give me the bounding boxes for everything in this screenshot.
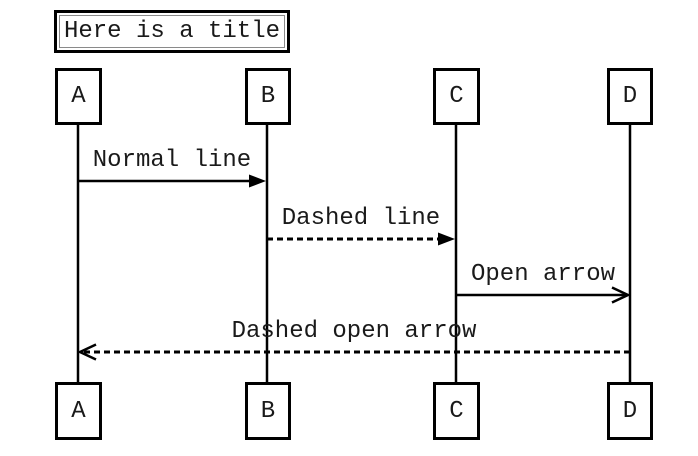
message-label-dashed-line: Dashed line [281, 205, 441, 232]
actor-box-c-top: C [433, 68, 480, 125]
diagram-title-box: Here is a title [54, 10, 290, 53]
arrowhead-open-right-d [611, 286, 631, 304]
actor-box-b-top: B [245, 68, 291, 125]
actor-label-d: D [622, 83, 638, 110]
actor-box-d-top: D [607, 68, 653, 125]
actor-label-c: C [449, 83, 464, 110]
actor-label-b-bottom: B [260, 397, 276, 425]
arrowhead-filled-right-c [438, 232, 455, 246]
message-label-normal-line: Normal line [92, 147, 252, 174]
message-label-dashed-open-arrow: Dashed open arrow [231, 318, 477, 345]
actor-box-b-bottom: B [245, 382, 291, 440]
diagram-title: Here is a title [63, 18, 281, 45]
arrowhead-open-left-a [77, 343, 97, 361]
actor-label-a: A [71, 83, 86, 110]
actor-box-a-bottom: A [55, 382, 102, 440]
actor-label-a-bottom: A [71, 397, 86, 425]
actor-box-c-bottom: C [433, 382, 480, 440]
actor-label-b: B [260, 83, 276, 110]
actor-label-d-bottom: D [622, 397, 638, 425]
actor-box-d-bottom: D [607, 382, 653, 440]
message-label-open-arrow: Open arrow [470, 261, 616, 288]
arrowhead-filled-right-b [249, 174, 266, 188]
actor-box-a-top: A [55, 68, 102, 125]
actor-label-c-bottom: C [449, 397, 464, 425]
